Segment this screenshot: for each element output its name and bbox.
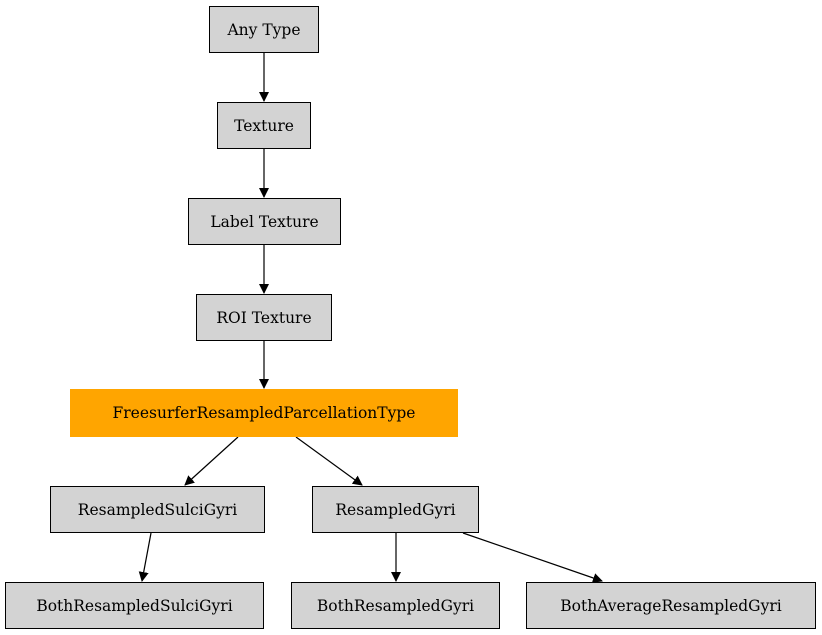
- node-both-average-resampled-gyri: BothAverageResampledGyri: [526, 582, 816, 629]
- node-texture: Texture: [217, 102, 311, 149]
- edge-freesurfer-to-resampled-gyri: [295, 436, 363, 486]
- edge-freesurfer-to-resampled-sulci-gyri: [184, 436, 239, 486]
- node-freesurfer-resampled-parcellation-type: FreesurferResampledParcellationType: [70, 389, 458, 437]
- node-resampled-sulci-gyri: ResampledSulciGyri: [50, 486, 265, 533]
- node-resampled-gyri: ResampledGyri: [312, 486, 479, 533]
- edge-resampled-sulci-gyri-to-both-resampled-sulci-gyri: [138, 532, 152, 582]
- node-label-texture: Label Texture: [188, 198, 341, 245]
- node-any-type: Any Type: [209, 6, 319, 53]
- edge-resampled-gyri-to-both-average-resampled-gyri: [462, 532, 603, 583]
- node-both-resampled-sulci-gyri: BothResampledSulciGyri: [5, 582, 264, 629]
- node-both-resampled-gyri: BothResampledGyri: [291, 582, 500, 629]
- node-roi-texture: ROI Texture: [196, 294, 332, 341]
